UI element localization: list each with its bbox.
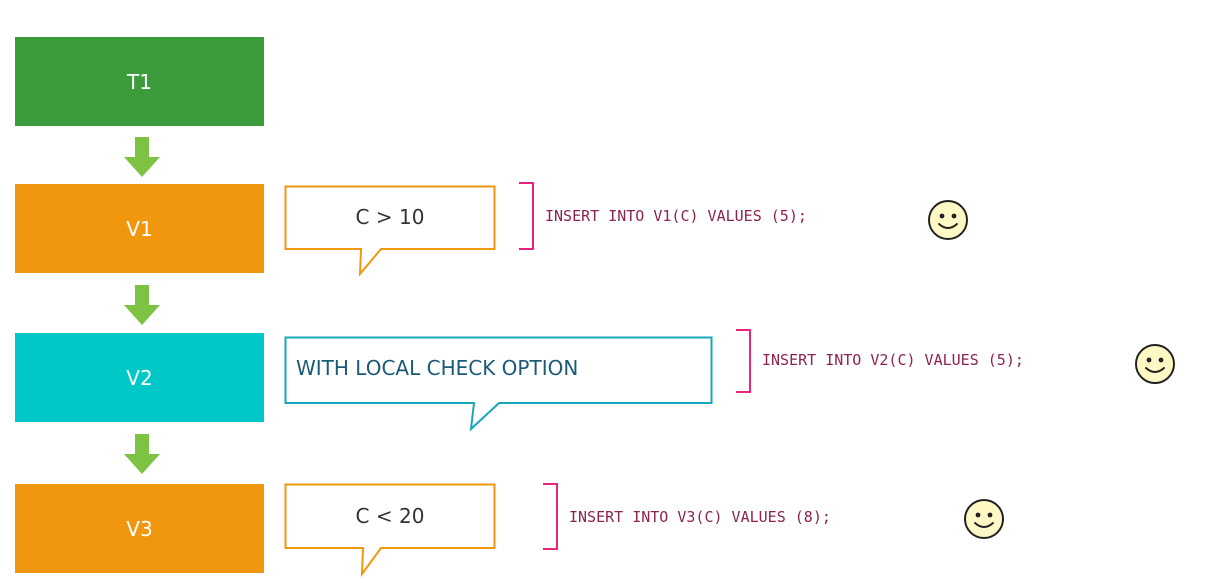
smiley-icon (1135, 344, 1175, 384)
node-v3-label: V3 (126, 516, 153, 541)
node-v3: V3 (15, 484, 264, 573)
node-v1-label: V1 (126, 216, 153, 241)
condition-text-v3: C < 20 (355, 504, 425, 528)
condition-callout-v3 (284, 483, 496, 578)
node-v2-label: V2 (126, 365, 153, 390)
smiley-icon (964, 499, 1004, 539)
bracket-v3 (543, 483, 558, 550)
sql-statement-v3: INSERT INTO V3(C) VALUES (8); (569, 508, 831, 526)
condition-text-v1: C > 10 (355, 205, 425, 229)
node-v2: V2 (15, 333, 264, 422)
bracket-v2 (736, 329, 751, 393)
sql-statement-v1: INSERT INTO V1(C) VALUES (5); (545, 207, 807, 225)
bracket-v1 (519, 182, 534, 250)
node-v1: V1 (15, 184, 264, 273)
condition-callout-v1 (284, 185, 496, 277)
node-t1: T1 (15, 37, 264, 126)
down-arrow-icon (124, 434, 160, 474)
down-arrow-icon (124, 285, 160, 325)
condition-text-v2: WITH LOCAL CHECK OPTION (296, 356, 579, 380)
down-arrow-icon (124, 137, 160, 177)
condition-callout-v2 (284, 336, 713, 432)
node-t1-label: T1 (127, 69, 152, 94)
smiley-icon (928, 200, 968, 240)
sql-statement-v2: INSERT INTO V2(C) VALUES (5); (762, 351, 1024, 369)
